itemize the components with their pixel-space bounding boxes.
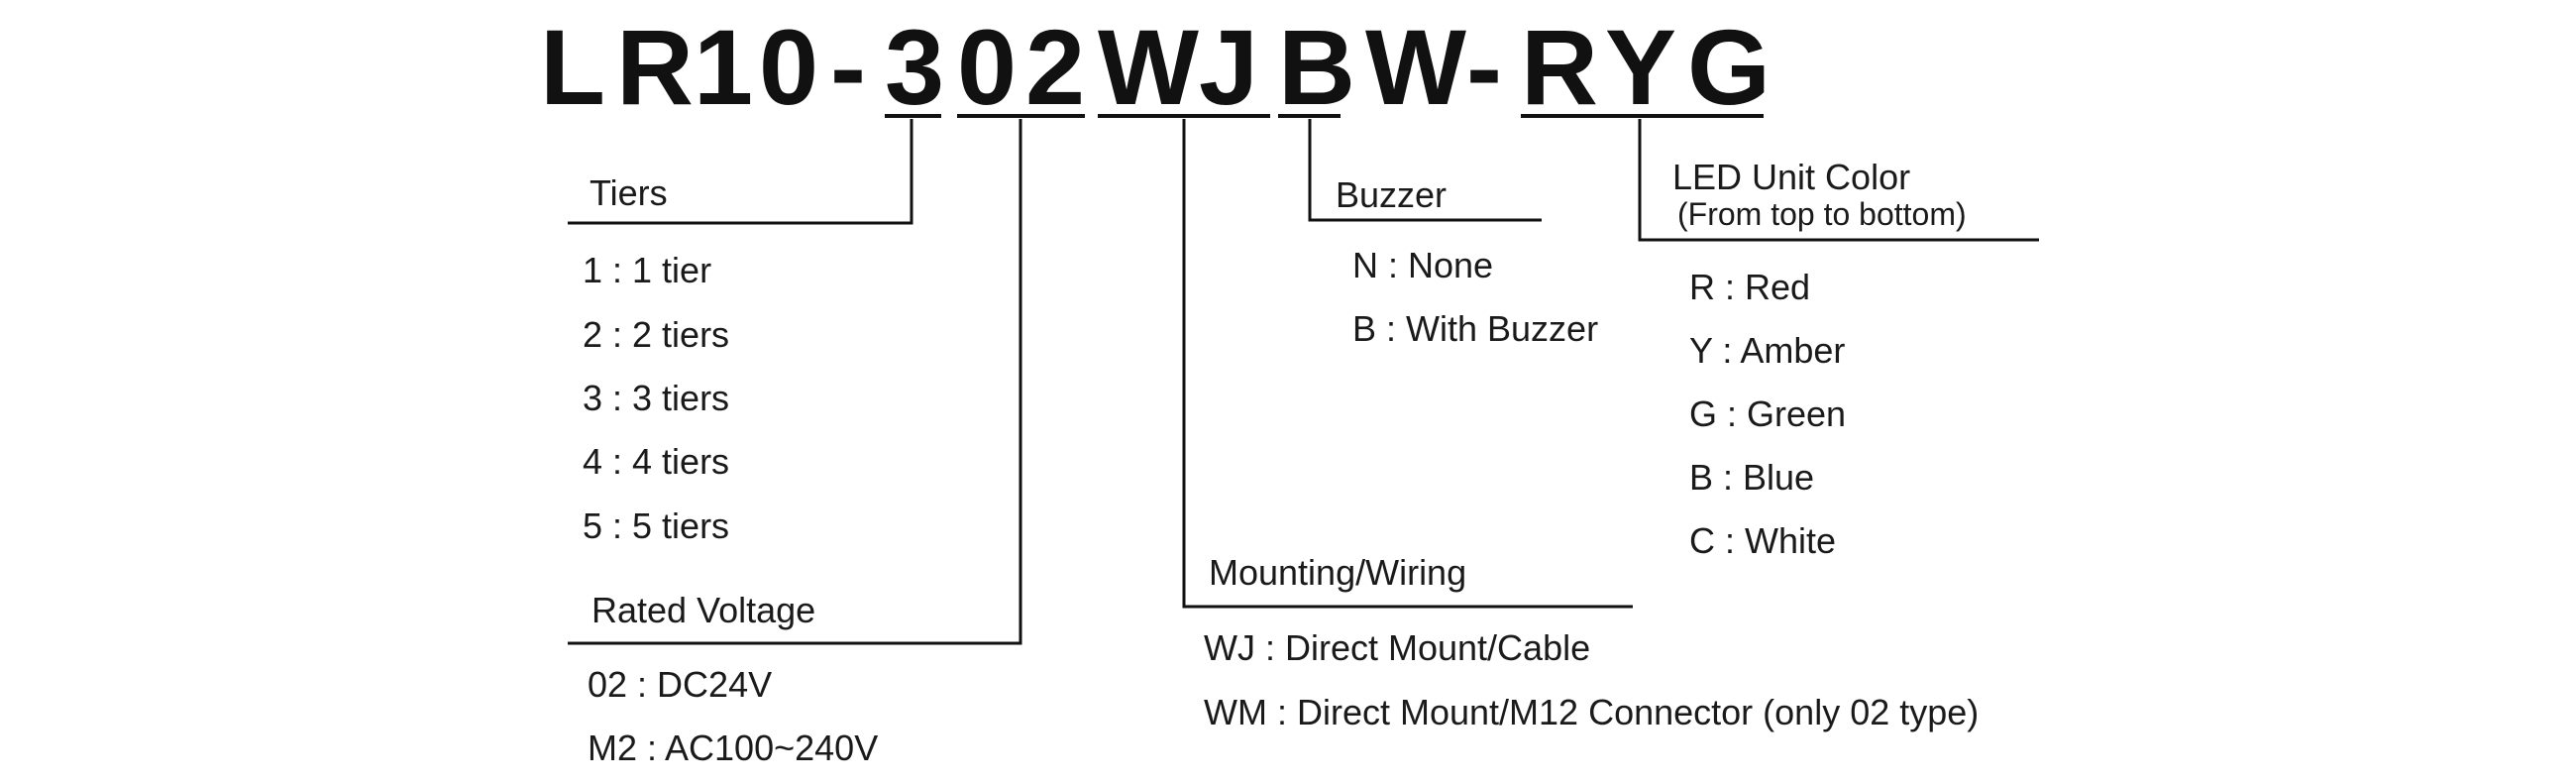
code-char-dash-1: - [830,7,866,127]
led-color-option: Y : Amber [1689,330,1845,371]
rated-voltage-heading: Rated Voltage [591,590,815,630]
leader-voltage [568,119,1022,645]
code-char-r: R [616,7,694,127]
buzzer-heading: Buzzer [1336,174,1447,215]
rated-voltage-option: M2 : AC100~240V [588,728,878,768]
led-unit-color-heading: LED Unit Color [1672,157,1910,197]
leader-color [1638,119,2039,242]
tiers-option: 1 : 1 tier [583,250,711,290]
code-char-l: L [540,7,605,127]
leader-tiers [568,119,913,225]
tiers-option: 5 : 5 tiers [583,505,729,546]
code-char-1: 1 [694,7,753,127]
buzzer-option: B : With Buzzer [1352,308,1598,349]
led-color-option: C : White [1689,520,1836,561]
mounting-wiring-heading: Mounting/Wiring [1209,552,1466,593]
buzzer-section: Buzzer N : None B : With Buzzer [1336,174,1598,349]
code-char-tiers: 3 [885,7,944,127]
tiers-option: 3 : 3 tiers [583,378,729,418]
leader-lines [568,119,2039,645]
code-char-buzzer: B [1278,7,1355,127]
model-code: L R 1 0 - 3 0 2 W J B W - R Y G [540,7,1771,127]
code-char-color-1: R [1521,7,1598,127]
tiers-section: Tiers 1 : 1 tier 2 : 2 tiers 3 : 3 tiers… [583,172,729,546]
led-unit-color-section: LED Unit Color (From top to bottom) R : … [1672,157,1967,561]
code-char-color-2: Y [1605,7,1676,127]
code-char-color-3: G [1687,7,1771,127]
tiers-option: 4 : 4 tiers [583,441,729,482]
code-char-voltage-2: 2 [1025,7,1085,127]
mounting-wiring-option: WM : Direct Mount/M12 Connector (only 02… [1204,692,1979,732]
led-unit-color-subheading: (From top to bottom) [1677,196,1967,232]
rated-voltage-option: 02 : DC24V [588,664,772,705]
code-char-dash-2: - [1466,7,1502,127]
code-char-0: 0 [759,7,818,127]
mounting-wiring-section: Mounting/Wiring WJ : Direct Mount/Cable … [1204,552,1979,732]
buzzer-option: N : None [1352,245,1493,285]
led-color-option: R : Red [1689,267,1810,307]
rated-voltage-section: Rated Voltage 02 : DC24V M2 : AC100~240V [588,590,878,768]
leader-buzzer [1308,119,1542,222]
mounting-wiring-option: WJ : Direct Mount/Cable [1204,627,1590,668]
led-color-option: G : Green [1689,393,1846,434]
led-color-option: B : Blue [1689,457,1814,498]
code-char-mount-1: W [1098,7,1199,127]
tiers-heading: Tiers [590,172,668,213]
code-char-w: W [1365,7,1466,127]
code-char-voltage-1: 0 [957,7,1017,127]
code-char-mount-2: J [1199,7,1258,127]
tiers-option: 2 : 2 tiers [583,314,729,355]
leader-mounting [1182,119,1633,609]
